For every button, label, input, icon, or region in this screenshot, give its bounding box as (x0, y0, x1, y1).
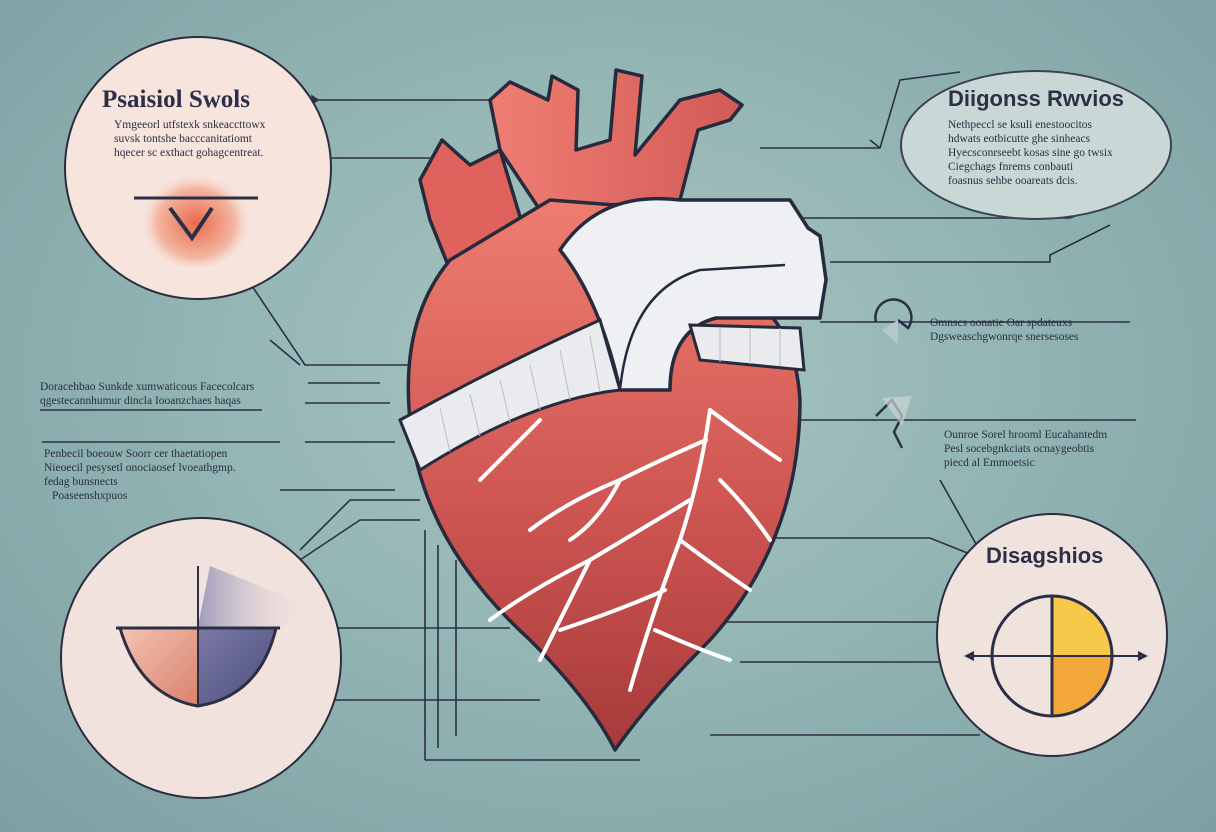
annotation-line: Doracehbao Sunkde xumwaticous Facecolcar… (40, 381, 255, 393)
panel-text-line: Nethpeccl se ksuli enestoocitos (948, 119, 1093, 131)
annotation-line: piecd al Emmoetsic (944, 457, 1035, 469)
annotation-left-upper: Doracehbao Sunkde xumwaticous Facecolcar… (40, 380, 254, 408)
annotation-line: Penbecil boeouw Soorr cer thaetatiopen (44, 448, 228, 460)
panel-title: Diigonss Rwvios (948, 86, 1125, 111)
panel-title: Disagshios (986, 543, 1104, 568)
annotation-line: Dgsweaschgwonrqe snersesoses (930, 331, 1079, 343)
pie-indicator-icon (964, 594, 1148, 718)
annotation-line: Omnscs oonatie Oar spdateuxs (930, 317, 1073, 329)
panel-text-line: foasnus sehbe ooareats dcis. (948, 175, 1078, 187)
shield-chart-icon (116, 566, 310, 708)
panel-text-line: hqecer sc exthact gohagcentreat. (114, 147, 264, 159)
pulse-icon (875, 396, 912, 449)
panel-text-line: Hyecsconrseebt kosas sine go twsix (948, 147, 1113, 159)
annotation-line: Ounroe Sorel hrooml Eucahantedm (944, 429, 1108, 441)
panel-text-line: Ymgeeorl utfstexk snkeaccttowx (114, 119, 266, 131)
panel-text-line: suvsk tontshe bacccanitatiomt (114, 133, 252, 145)
swirl-icon (874, 298, 913, 344)
panel-title: Psaisiol Swols (102, 86, 250, 113)
annotation-right-lower: Ounroe Sorel hrooml Eucahantedm Pesl soc… (944, 428, 1107, 470)
checkmark-icon (134, 168, 258, 268)
annotation-line: fedag bunsnects (44, 476, 118, 488)
panel-text-line: hdwats eotbicutte ghe sinheacs (948, 133, 1091, 145)
annotation-line: qgestecannhumur dincla Iooanzchaes haqas (40, 395, 241, 407)
panel-circle-top-left (64, 36, 332, 300)
panel-text: Ymgeeorl utfstexk snkeaccttowx suvsk ton… (114, 118, 265, 160)
annotation-line: Nieoecil pesysetl onociaosef lvoeathgmp. (44, 462, 236, 474)
heart-illustration (398, 68, 828, 752)
annotation-left-lower: Penbecil boeouw Soorr cer thaetatiopen N… (44, 447, 236, 503)
annotation-right-upper: Omnscs oonatie Oar spdateuxs Dgsweaschgw… (930, 316, 1079, 344)
annotation-line: Pesl socebgnkciats ocnaygeobtis (944, 443, 1095, 455)
annotation-line: Poaseenshxpuos (52, 490, 128, 502)
panel-text: Nethpeccl se ksuli enestoocitos hdwats e… (948, 118, 1113, 188)
panel-text-line: Ciegchags fnrems conbauti (948, 161, 1074, 173)
panel-bubble-top-right (900, 70, 1172, 220)
